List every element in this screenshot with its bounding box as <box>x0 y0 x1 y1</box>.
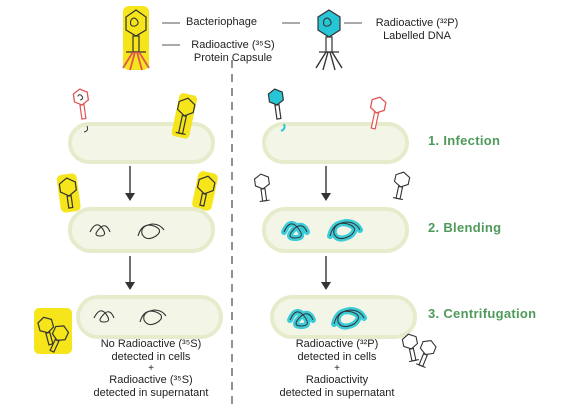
bacteriophage-label: Bacteriophage <box>186 16 257 28</box>
left-cent-dna-1 <box>93 310 115 323</box>
left-cells-result: No Radioactive (³⁵S) detected in cells <box>100 338 202 363</box>
left-supernatant-result: Radioactive (³⁵S) detected in supernatan… <box>93 374 209 399</box>
right-blend-phage-2-icon <box>390 170 412 201</box>
step-infection-label: 1. Infection <box>428 133 501 148</box>
right-infection-cell <box>262 122 409 164</box>
left-plus-sign: + <box>148 363 154 374</box>
left-centrifuge-cell <box>76 295 223 339</box>
left-blend-phage-2-icon <box>192 171 218 211</box>
left-cent-dna-2 <box>139 309 167 326</box>
left-blend-dna-1 <box>89 224 111 237</box>
left-infection-cell <box>68 122 215 164</box>
right-cells-result: Radioactive (³²P) detected in cells <box>295 338 379 363</box>
protein-capsule-label: Radioactive (³⁵S) Protein Capsule <box>191 39 275 64</box>
step-centrifugation-label: 3. Centrifugation <box>428 306 537 321</box>
right-blend-phage-1-icon <box>253 172 273 203</box>
right-phage-cyan-icon <box>267 88 284 120</box>
left-supernatant-phages-icon <box>34 308 72 354</box>
right-plus-sign: + <box>334 363 340 374</box>
protein-labelled-phage-icon <box>122 6 150 71</box>
dna-label: Radioactive (³²P) Labelled DNA <box>375 17 459 42</box>
left-phage-yellow-icon <box>171 93 197 139</box>
right-phage-red-icon <box>369 96 387 130</box>
left-blend-dna-2 <box>137 223 165 240</box>
left-blend-phage-1-icon <box>56 173 81 213</box>
step-blending-label: 2. Blending <box>428 220 502 235</box>
right-supernatant-result: Radioactivity detected in supernatant <box>279 374 395 399</box>
left-phage-red-icon <box>72 88 90 120</box>
dna-labelled-phage-icon <box>315 9 343 71</box>
